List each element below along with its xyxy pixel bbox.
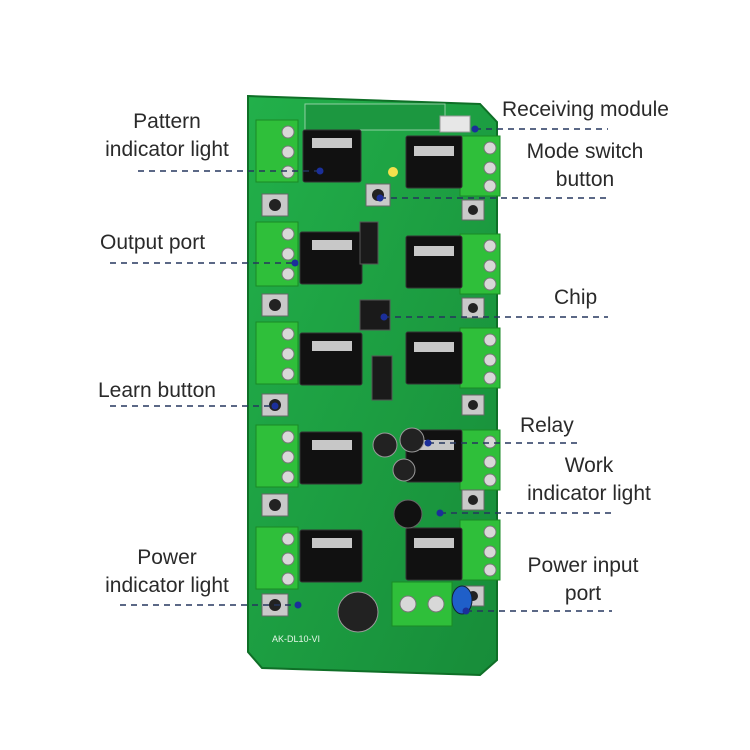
leader-dots	[271, 125, 479, 615]
label-output-port: Output port	[100, 231, 206, 254]
receiving-module-strip	[304, 103, 446, 131]
label-pattern-indicator-light: Pattern indicator light	[105, 110, 229, 161]
label-chip: Chip	[554, 286, 598, 309]
label-relay: Relay	[520, 414, 574, 437]
label-mode-switch-button: Mode switch button	[526, 140, 644, 191]
pattern-led	[388, 167, 398, 177]
label-work-indicator-light: Work indicator light	[527, 454, 651, 505]
label-learn-button: Learn button	[98, 379, 216, 402]
capacitors	[337, 427, 425, 633]
board-model-text: AK-DL10-VI	[272, 634, 320, 644]
label-power-input-port: Power input port	[527, 554, 639, 605]
leader-lines	[110, 128, 614, 612]
label-receiving-module: Receiving module	[502, 98, 669, 121]
label-power-indicator-light: Power indicator light	[105, 546, 229, 597]
fuse-capacitor	[451, 585, 473, 615]
